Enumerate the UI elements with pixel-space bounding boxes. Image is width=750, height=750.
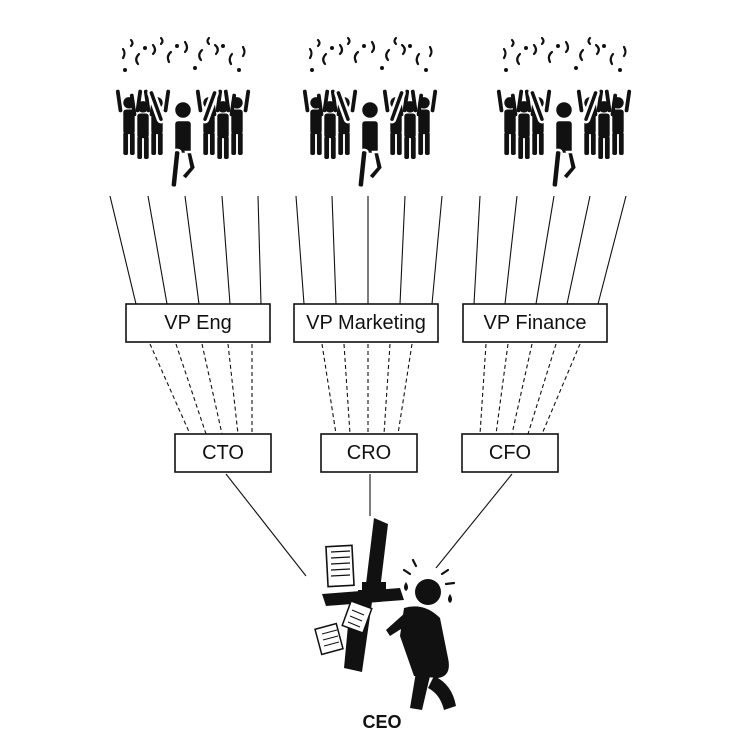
- vp-eng-box: VP Eng: [125, 303, 271, 343]
- ceo-label: CEO: [362, 712, 401, 732]
- vp-finance-box: VP Finance: [462, 303, 608, 343]
- team-crowd-icon-marketing: [303, 38, 438, 188]
- csuite-to-ceo-lines: [225, 473, 513, 577]
- svg-text:CFO: CFO: [489, 442, 531, 464]
- vp-to-csuite-dashed-lines: [149, 343, 581, 435]
- svg-text:CRO: CRO: [347, 442, 391, 464]
- svg-text:VP Eng: VP Eng: [164, 312, 231, 334]
- cro-box: CRO: [320, 433, 418, 473]
- stressed-ceo-icon: [314, 518, 456, 710]
- svg-text:VP Marketing: VP Marketing: [306, 312, 426, 334]
- crowd-to-vp-lines: [109, 195, 627, 305]
- cfo-box: CFO: [461, 433, 559, 473]
- svg-text:VP Finance: VP Finance: [483, 312, 586, 334]
- vp-marketing-box: VP Marketing: [293, 303, 439, 343]
- cto-box: CTO: [174, 433, 272, 473]
- svg-text:CTO: CTO: [202, 442, 244, 464]
- team-crowd-icon-eng: [116, 38, 251, 188]
- team-crowd-icon-finance: [497, 38, 632, 188]
